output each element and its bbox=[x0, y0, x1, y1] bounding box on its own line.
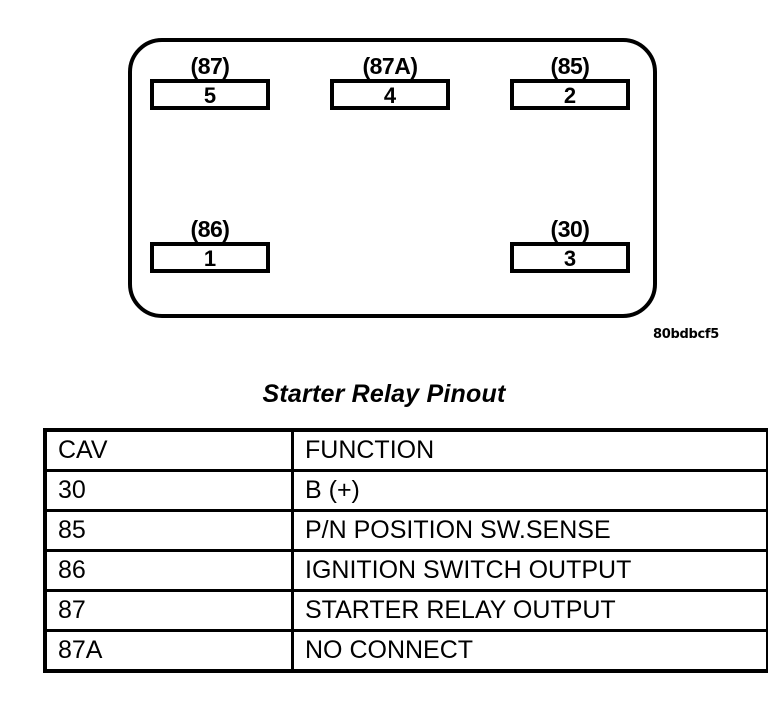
cell-function: P/N POSITION SW.SENSE bbox=[291, 509, 768, 552]
terminal-85: (85) 2 bbox=[510, 53, 630, 110]
cell-cav: 87A bbox=[43, 629, 294, 673]
cell-cav: 30 bbox=[43, 469, 294, 512]
column-header-cav: CAV bbox=[43, 428, 294, 472]
figure-reference-code: 80bdbcf5 bbox=[653, 327, 720, 342]
cell-function: B (+) bbox=[291, 469, 768, 512]
table-row: 87 STARTER RELAY OUTPUT bbox=[43, 589, 768, 632]
terminal-87a-label: (87A) bbox=[362, 53, 418, 79]
terminal-87: (87) 5 bbox=[150, 53, 270, 110]
cell-cav: 85 bbox=[43, 509, 294, 552]
terminal-30-label: (30) bbox=[550, 216, 590, 242]
terminal-85-label: (85) bbox=[550, 53, 590, 79]
terminal-86-cavity: 1 bbox=[150, 242, 270, 273]
table-row: 85 P/N POSITION SW.SENSE bbox=[43, 509, 768, 552]
column-header-function: FUNCTION bbox=[291, 428, 768, 472]
page-title: Starter Relay Pinout bbox=[262, 380, 506, 408]
table-row: 86 IGNITION SWITCH OUTPUT bbox=[43, 549, 768, 592]
cell-function: IGNITION SWITCH OUTPUT bbox=[291, 549, 768, 592]
terminal-86: (86) 1 bbox=[150, 216, 270, 273]
cell-function: NO CONNECT bbox=[291, 629, 768, 673]
terminal-30: (30) 3 bbox=[510, 216, 630, 273]
terminal-87a-cavity: 4 bbox=[330, 79, 450, 110]
table-header-row: CAV FUNCTION bbox=[43, 428, 768, 472]
terminal-87-label: (87) bbox=[190, 53, 230, 79]
terminal-30-cavity: 3 bbox=[510, 242, 630, 273]
terminal-86-label: (86) bbox=[190, 216, 230, 242]
cell-cav: 86 bbox=[43, 549, 294, 592]
terminal-87-cavity: 5 bbox=[150, 79, 270, 110]
cell-cav: 87 bbox=[43, 589, 294, 632]
terminal-87a: (87A) 4 bbox=[330, 53, 450, 110]
cell-function: STARTER RELAY OUTPUT bbox=[291, 589, 768, 632]
table-row: 87A NO CONNECT bbox=[43, 629, 768, 673]
terminal-85-cavity: 2 bbox=[510, 79, 630, 110]
table-row: 30 B (+) bbox=[43, 469, 768, 512]
pinout-table: CAV FUNCTION 30 B (+) 85 P/N POSITION SW… bbox=[43, 428, 768, 673]
relay-diagram: (87) 5 (87A) 4 (85) 2 (86) 1 (30) 3 80bd… bbox=[128, 38, 720, 342]
